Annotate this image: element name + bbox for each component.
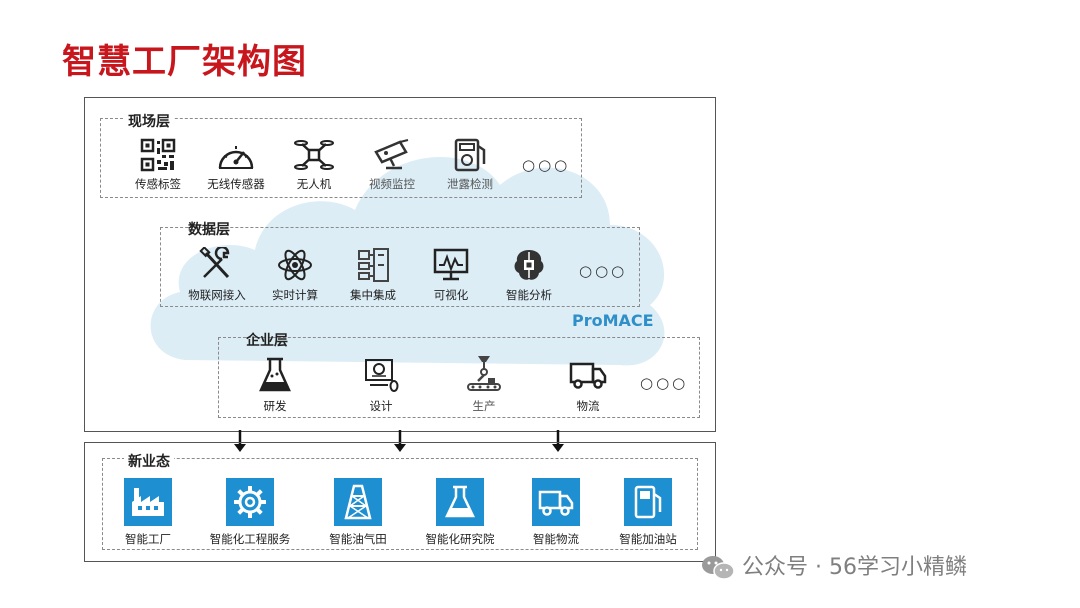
field-item-drone: 无人机 [268, 138, 360, 192]
field-item-wireless-sensor: 无线传感器 [190, 138, 282, 192]
field-item-video-surveillance: 视频监控 [346, 138, 438, 192]
data-item-central-integration: 集中集成 [327, 247, 419, 303]
data-item-realtime-compute: 实时计算 [249, 247, 341, 303]
qr-code-icon [140, 138, 176, 172]
new-business-item-smart-oilfield: 智能油气田 [312, 478, 404, 547]
truck-tile [532, 478, 580, 526]
field-more-indicator: ○○○ [522, 156, 571, 174]
enterprise-layer-label: 企业层 [246, 333, 288, 349]
data-item-label: 物联网接入 [188, 288, 246, 302]
enterprise-item-rnd: 研发 [229, 356, 321, 414]
new-business-layer-box [102, 458, 698, 550]
monitor-chart-icon [433, 248, 469, 281]
gear-icon [234, 486, 266, 518]
tools-icon [199, 247, 230, 279]
enterprise-item-logistics: 物流 [542, 356, 634, 414]
factory-icon [132, 488, 164, 516]
new-business-layer-label: 新业态 [124, 451, 174, 471]
new-business-item-smart-gas-station: 智能加油站 [602, 478, 694, 547]
design-computer-icon [365, 359, 399, 392]
data-item-visualization: 可视化 [405, 247, 497, 303]
new-business-item-smart-logistics: 智能物流 [510, 478, 602, 547]
new-business-item-label: 智能化研究院 [425, 532, 495, 546]
field-item-label: 泄露检测 [447, 177, 493, 191]
field-item-label: 传感标签 [135, 177, 181, 191]
fuel-pump-icon [634, 485, 662, 519]
field-item-label: 视频监控 [369, 177, 415, 191]
data-more-indicator: ○○○ [579, 262, 628, 280]
new-business-item-research-institute: 智能化研究院 [414, 478, 506, 547]
flask-icon [445, 485, 475, 518]
new-business-item-engineering-service: 智能化工程服务 [204, 478, 296, 547]
flask-tile [436, 478, 484, 526]
data-item-intelligent-analysis: 智能分析 [483, 247, 575, 303]
robot-arm-icon [467, 356, 501, 391]
enterprise-item-label: 设计 [369, 399, 393, 413]
data-item-iot-access: 物联网接入 [171, 247, 263, 303]
enterprise-item-production: 生产 [438, 354, 530, 414]
field-item-sensor-tag: 传感标签 [112, 138, 204, 192]
cctv-camera-icon [374, 139, 409, 170]
new-business-item-label: 智能油气田 [329, 532, 387, 546]
enterprise-more-indicator: ○○○ [640, 374, 689, 392]
page-title: 智慧工厂架构图 [62, 42, 307, 82]
enterprise-layer-box [218, 337, 700, 418]
truck-icon [569, 362, 607, 389]
flask-icon [259, 357, 291, 392]
gear-tile [226, 478, 274, 526]
down-arrow-icon [552, 430, 564, 452]
enterprise-item-design: 设计 [335, 356, 427, 414]
data-item-label: 可视化 [433, 288, 469, 302]
oil-derrick-tile [334, 478, 382, 526]
field-item-leak-detection: 泄露检测 [424, 136, 516, 192]
field-layer-label: 现场层 [124, 111, 174, 131]
new-business-item-smart-factory: 智能工厂 [102, 478, 194, 547]
data-layer-label: 数据层 [188, 222, 230, 238]
fuel-pump-tile [624, 478, 672, 526]
oil-derrick-icon [344, 484, 372, 520]
field-item-label: 无线传感器 [207, 177, 265, 191]
down-arrow-icon [234, 430, 246, 452]
enterprise-item-label: 物流 [576, 399, 600, 413]
field-layer-box [100, 118, 582, 198]
new-business-item-label: 智能工厂 [125, 532, 171, 546]
data-item-label: 智能分析 [506, 288, 552, 302]
circuit-icon [358, 248, 389, 282]
new-business-item-label: 智能加油站 [619, 532, 677, 546]
atom-icon [278, 249, 312, 281]
field-item-label: 无人机 [296, 177, 332, 191]
drone-icon [294, 140, 334, 170]
new-business-item-label: 智能化工程服务 [209, 532, 291, 546]
data-item-label: 集中集成 [350, 288, 396, 302]
enterprise-item-label: 生产 [472, 399, 496, 413]
enterprise-item-label: 研发 [263, 399, 287, 413]
truck-icon [538, 490, 574, 516]
lower-frame [84, 442, 716, 562]
wechat-logo-icon [702, 556, 735, 580]
gauge-icon [218, 146, 254, 169]
new-business-item-label: 智能物流 [533, 532, 579, 546]
watermark-text: 公众号 · 56学习小精鳞 [742, 555, 967, 580]
data-layer-box [160, 227, 640, 307]
down-arrow-icon [394, 430, 406, 452]
factory-tile [124, 478, 172, 526]
platform-name: ProMACE [572, 311, 654, 330]
leak-detector-icon [454, 138, 486, 172]
data-item-label: 实时计算 [272, 288, 318, 302]
brain-chip-icon [514, 250, 544, 280]
